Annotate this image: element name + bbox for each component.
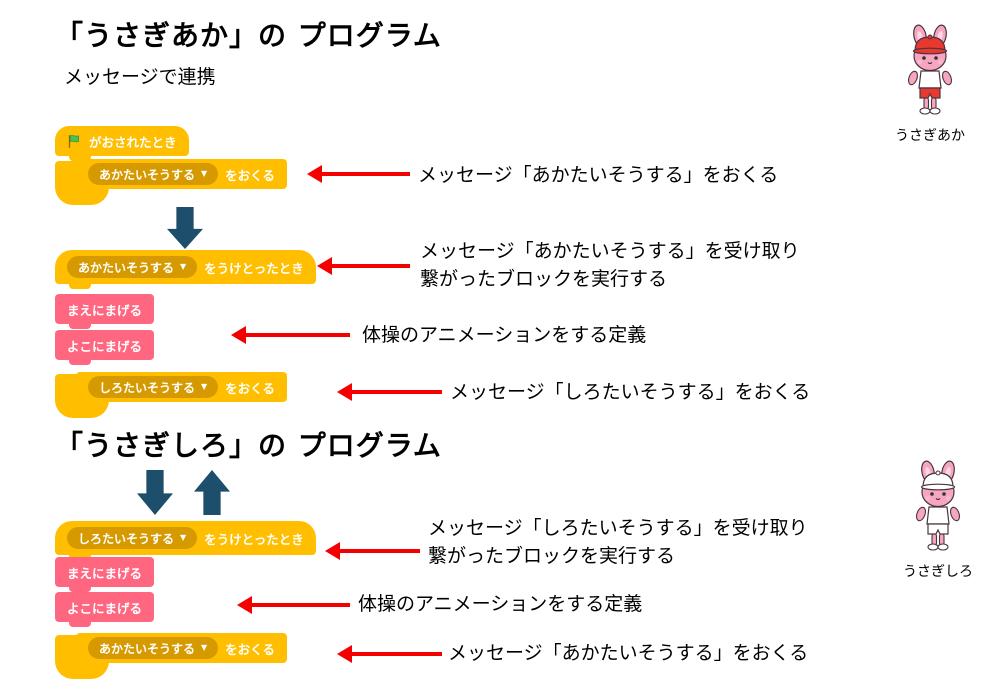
block-label: をおくる [225, 380, 275, 396]
annotation-receive: メッセージ「あかたいそうする」を受け取り 繋がったブロックを実行する [420, 240, 800, 290]
flow-down-arrow-icon [167, 207, 203, 249]
subtitle-message-coordination: メッセージで連携 [64, 66, 216, 88]
dropdown-value: あかたいそうする [99, 167, 196, 182]
chevron-down-icon: ▼ [201, 382, 208, 391]
custom-block-maenimageru[interactable]: まえにまげる [55, 557, 155, 592]
block-label: まえにまげる [67, 565, 143, 581]
dropdown-value: しろたいそうする [78, 531, 175, 546]
chevron-down-icon: ▼ [201, 643, 208, 652]
custom-block-yokonimageru[interactable]: よこにまげる [55, 592, 155, 627]
block-label: まえにまげる [67, 302, 143, 318]
flow-down-arrow-icon [137, 470, 173, 515]
character-name-label: うさぎあか [895, 128, 965, 144]
annotation-send-next: メッセージ「あかたいそうする」をおくる [448, 642, 809, 664]
message-dropdown[interactable]: しろたいそうする ▼ [88, 376, 219, 398]
custom-block-maenimageru[interactable]: まえにまげる [55, 294, 155, 329]
message-dropdown[interactable]: あかたいそうする ▼ [88, 163, 219, 185]
chevron-down-icon: ▼ [180, 262, 187, 271]
when-flag-clicked-block[interactable]: がおされたとき [55, 126, 189, 161]
annotation-arrow-left-icon [352, 652, 442, 656]
when-receive-akataisou-block[interactable]: あかたいそうする ▼ をうけとったとき [55, 250, 316, 289]
annotation-send-first: メッセージ「あかたいそうする」をおくる [418, 164, 779, 186]
rabbit-white-illustration [915, 460, 961, 551]
annotation-arrow-left-icon [252, 603, 350, 607]
annotation-arrow-left-icon [332, 264, 410, 268]
block-label: がおされたとき [89, 134, 177, 150]
annotation-define: 体操のアニメーションをする定義 [362, 324, 647, 346]
rabbit-red-illustration [907, 24, 953, 115]
dropdown-value: あかたいそうする [78, 260, 175, 275]
annotation-define: 体操のアニメーションをする定義 [358, 593, 643, 615]
broadcast-akataisou-block[interactable]: あかたいそうする ▼ をおくる [55, 159, 287, 205]
flow-up-arrow-icon [194, 470, 230, 515]
block-label: をうけとったとき [204, 531, 304, 547]
annotation-arrow-left-icon [322, 172, 410, 176]
message-dropdown[interactable]: あかたいそうする ▼ [67, 256, 198, 278]
character-name-label: うさぎしろ [903, 564, 973, 580]
when-receive-shirotaisou-block[interactable]: しろたいそうする ▼ をうけとったとき [55, 521, 316, 560]
dropdown-value: あかたいそうする [99, 641, 196, 656]
broadcast-akataisou-block[interactable]: あかたいそうする ▼ をおくる [55, 633, 287, 679]
block-label: をうけとったとき [204, 260, 304, 276]
block-label: をおくる [225, 641, 275, 657]
message-dropdown[interactable]: しろたいそうする ▼ [67, 527, 198, 549]
annotation-receive: メッセージ「しろたいそうする」を受け取り 繋がったブロックを実行する [428, 517, 808, 567]
annotation-arrow-left-icon [340, 549, 420, 553]
dropdown-value: しろたいそうする [99, 380, 196, 395]
annotation-send-next: メッセージ「しろたいそうする」をおくる [450, 381, 811, 403]
character-usagi-aka: うさぎあか [888, 24, 972, 145]
character-usagi-shiro: うさぎしろ [896, 460, 980, 581]
annotation-arrow-left-icon [246, 333, 350, 337]
block-label: よこにまげる [67, 338, 143, 354]
chevron-down-icon: ▼ [201, 169, 208, 178]
section-red-title: 「うさぎあか」の プログラム [55, 19, 442, 52]
block-label: よこにまげる [67, 600, 143, 616]
block-label: をおくる [225, 167, 275, 183]
message-dropdown[interactable]: あかたいそうする ▼ [88, 637, 219, 659]
section-white-title: 「うさぎしろ」の プログラム [55, 429, 442, 462]
annotation-arrow-left-icon [352, 390, 442, 394]
chevron-down-icon: ▼ [180, 533, 187, 542]
green-flag-icon [67, 134, 82, 149]
broadcast-shirotaisou-block[interactable]: しろたいそうする ▼ をおくる [55, 372, 287, 418]
custom-block-yokonimageru[interactable]: よこにまげる [55, 330, 155, 365]
